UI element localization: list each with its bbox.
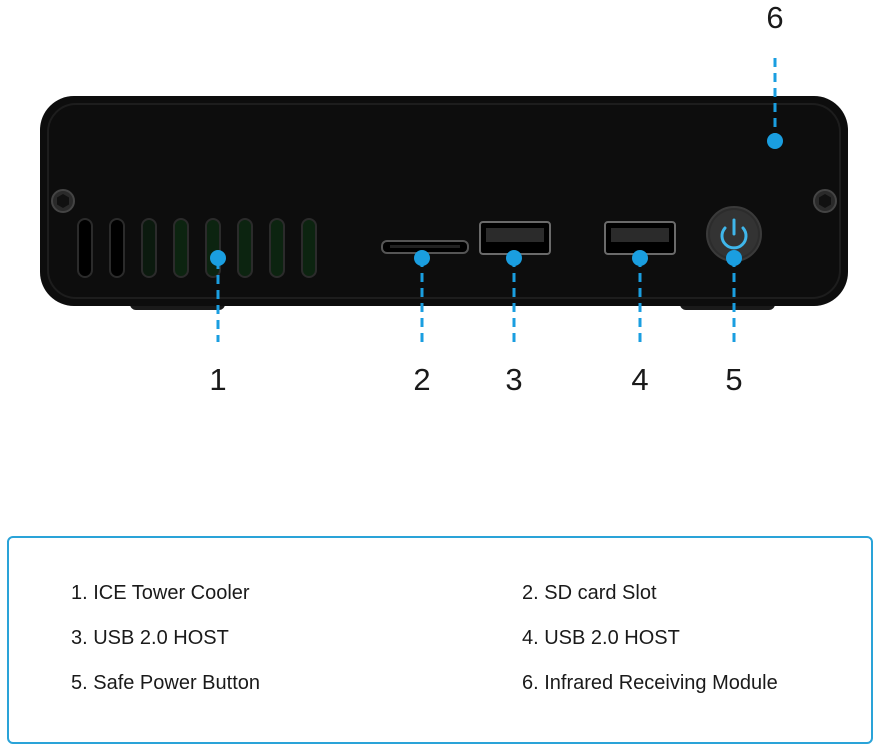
callout-number-2: 2	[413, 362, 431, 397]
callout-dot-4	[632, 250, 648, 266]
callout-dots	[210, 133, 783, 266]
device-front-panel-illustration	[40, 58, 848, 342]
legend-item-4: 4. USB 2.0 HOST	[522, 627, 680, 649]
callout-dot-5	[726, 250, 742, 266]
power-icon	[706, 206, 762, 262]
callout-number-3: 3	[505, 362, 523, 397]
legend-item-3: 3. USB 2.0 HOST	[71, 627, 229, 649]
callout-number-5: 5	[725, 362, 743, 397]
device-bezel	[47, 103, 841, 299]
legend-item-2: 2. SD card Slot	[522, 582, 657, 604]
device-body	[40, 96, 848, 306]
callout-dot-2	[414, 250, 430, 266]
screw-icon	[51, 189, 75, 213]
callout-dot-1	[210, 250, 226, 266]
callout-dot-3	[506, 250, 522, 266]
usb-port-1	[479, 221, 551, 255]
callout-dot-6	[767, 133, 783, 149]
callout-leader-lines	[216, 58, 777, 342]
legend-item-1: 1. ICE Tower Cooler	[71, 582, 250, 604]
legend-box: 1. ICE Tower Cooler 2. SD card Slot 3. U…	[7, 536, 873, 744]
legend-item-5: 5. Safe Power Button	[71, 672, 261, 694]
vent-slot-icon	[77, 218, 317, 278]
screw-icon	[813, 189, 837, 213]
legend-item-6: 6. Infrared Receiving Module	[522, 672, 778, 694]
device-diagram: 1 2 3 4 5 6	[40, 0, 848, 397]
callout-number-6: 6	[766, 0, 784, 35]
usb-port-2	[604, 221, 676, 255]
callout-number-4: 4	[631, 362, 649, 397]
callout-number-1: 1	[209, 362, 227, 397]
